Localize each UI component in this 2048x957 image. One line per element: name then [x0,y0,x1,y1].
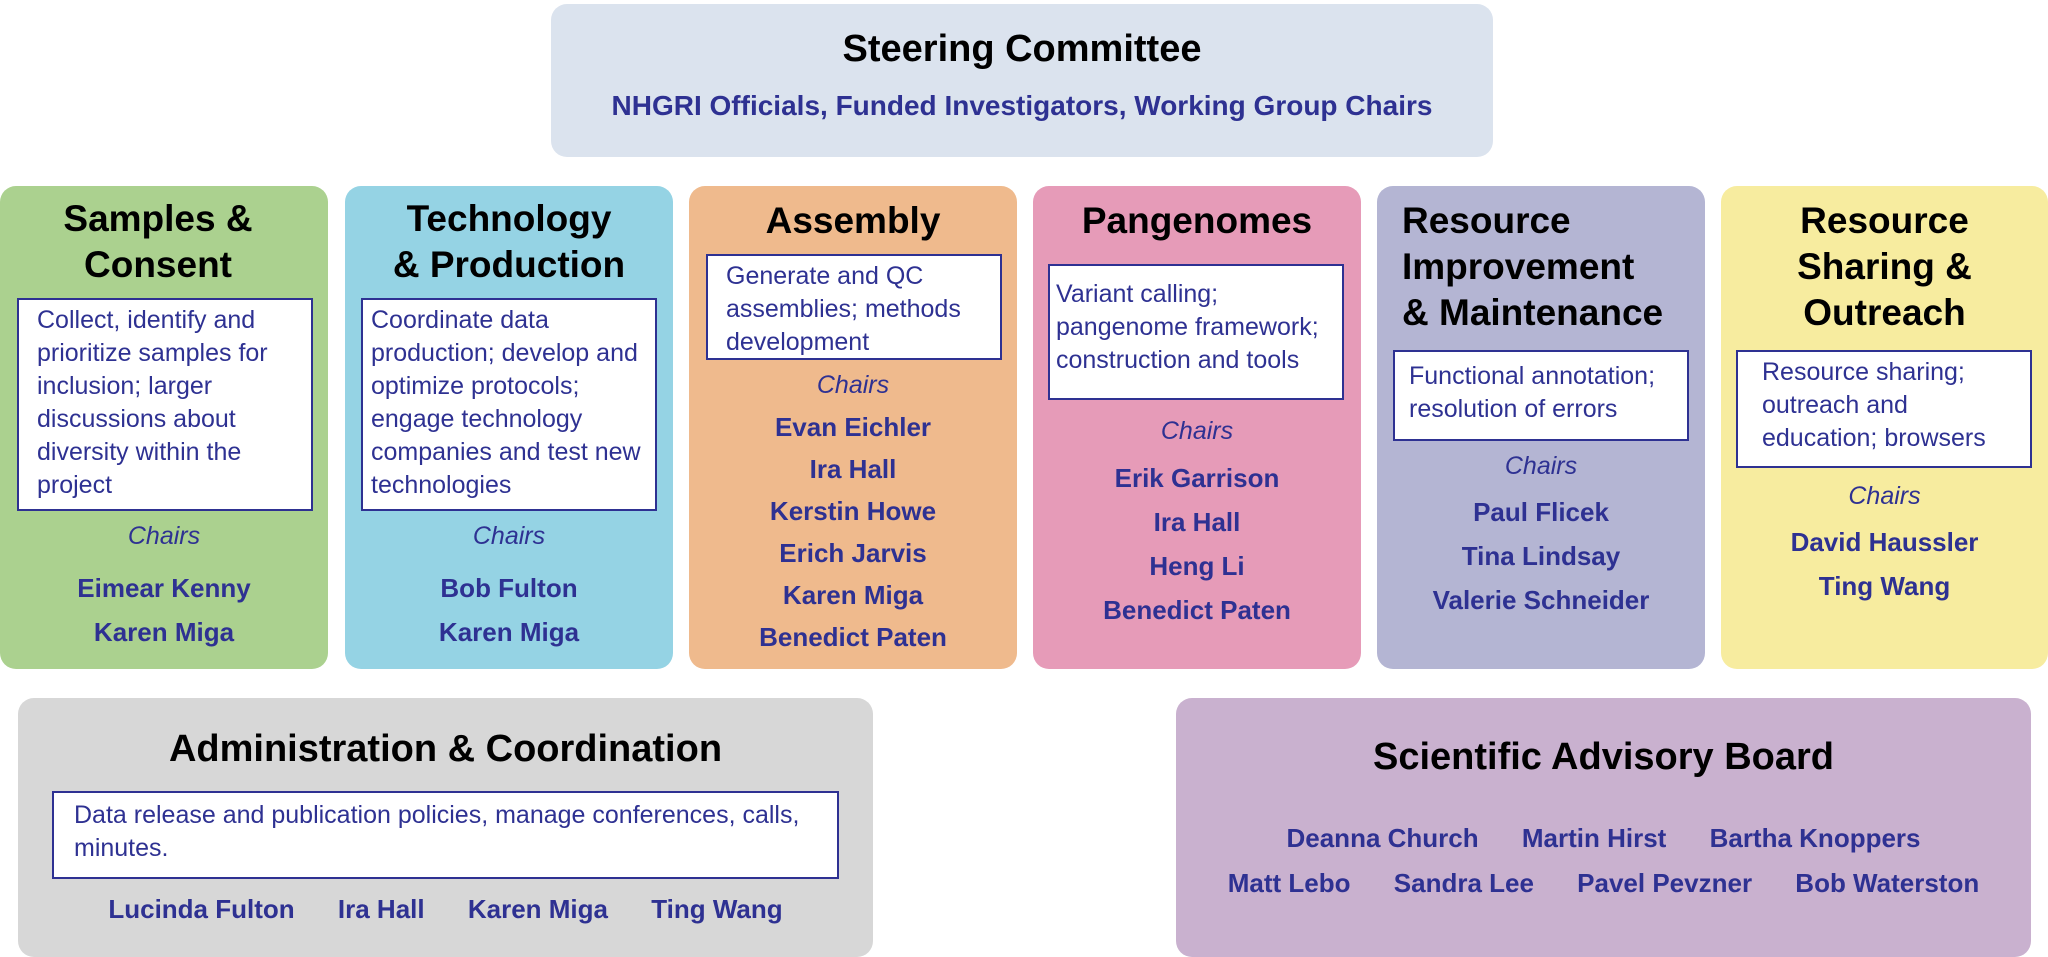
scientific-advisory-board-title: Scientific Advisory Board [1372,736,1835,778]
chair-name: Ira Hall [1153,507,1241,537]
working-group-title: Samples & Consent [0,196,328,288]
chair-name: Karen Miga [782,580,924,610]
title-line: Pangenomes [1081,200,1313,241]
chair-name: Erik Garrison [1114,463,1280,493]
working-group-technology-production: Technology & Production Coordinate data … [345,186,673,669]
working-group-title: Resource Improvement & Maintenance [1402,198,1663,336]
member-name: Matt Lebo [1227,868,1351,898]
working-group-description: Coordinate data production; develop and … [361,298,657,511]
title-line: & Production [392,244,626,285]
chairs-label: Chairs [1504,452,1578,480]
chairs-list: Evan Eichler Ira Hall Kerstin Howe Erich… [689,406,1017,658]
chair-name: Karen Miga [93,617,235,647]
administration-members: Lucinda Fulton Ira Hall Karen Miga Ting … [18,894,873,925]
chair-name: Heng Li [1149,551,1245,581]
member-name: Deanna Church [1286,823,1479,853]
advisory-board-members-row-1: Deanna Church Martin Hirst Bartha Knoppe… [1176,823,2031,854]
chairs-label: Chairs [127,522,201,550]
steering-committee-box: Steering Committee NHGRI Officials, Fund… [551,4,1493,157]
member-name: Bob Waterston [1795,868,1980,898]
chairs-list: Bob Fulton Karen Miga [345,566,673,654]
title-line: Resource [1800,200,1969,241]
working-group-assembly: Assembly Generate and QC assemblies; met… [689,186,1017,669]
chair-name: Paul Flicek [1473,497,1609,527]
title-line: Outreach [1803,292,1966,333]
working-group-description: Resource sharing; outreach and education… [1736,350,2032,468]
chair-name: Karen Miga [438,617,580,647]
chair-name: Valerie Schneider [1432,585,1650,615]
steering-committee-subtitle: NHGRI Officials, Funded Investigators, W… [611,90,1433,121]
scientific-advisory-board-box: Scientific Advisory Board Deanna Church … [1176,698,2031,957]
administration-description: Data release and publication policies, m… [52,791,839,879]
chairs-list: Eimear Kenny Karen Miga [0,566,328,654]
administration-coordination-box: Administration & Coordination Data relea… [18,698,873,957]
chair-name: Erich Jarvis [779,538,927,568]
chair-name: Bob Fulton [440,573,578,603]
chair-name: Kerstin Howe [769,496,937,526]
title-line: Resource [1402,200,1571,241]
working-group-title: Pangenomes [1033,198,1361,244]
member-name: Martin Hirst [1521,823,1667,853]
member-name: Ira Hall [337,894,425,924]
chair-name: David Haussler [1790,527,1979,557]
chairs-label: Chairs [1848,482,1921,510]
chair-name: Evan Eichler [774,412,932,442]
chair-name: Benedict Paten [1103,595,1291,625]
working-group-title: Resource Sharing & Outreach [1721,198,2048,336]
working-group-resource-sharing-outreach: Resource Sharing & Outreach Resource sha… [1721,186,2048,669]
working-group-samples-consent: Samples & Consent Collect, identify and … [0,186,328,669]
working-group-title: Assembly [689,198,1017,244]
working-group-description: Functional annotation; resolution of err… [1393,350,1689,441]
chair-name: Ira Hall [809,454,897,484]
working-group-description: Collect, identify and prioritize samples… [17,298,313,511]
chair-name: Tina Lindsay [1461,541,1621,571]
chairs-label: Chairs [472,522,546,550]
member-name: Lucinda Fulton [108,894,295,924]
administration-coordination-title: Administration & Coordination [168,728,723,770]
chairs-label: Chairs [816,371,890,399]
chairs-list: David Haussler Ting Wang [1721,520,2048,608]
chair-name: Benedict Paten [759,622,947,652]
title-line: Assembly [765,200,941,241]
chairs-list: Erik Garrison Ira Hall Heng Li Benedict … [1033,456,1361,632]
member-name: Bartha Knoppers [1709,823,1921,853]
working-group-description: Variant calling; pangenome framework; co… [1048,264,1344,400]
steering-committee-title: Steering Committee [842,28,1202,70]
working-group-description: Generate and QC assemblies; methods deve… [706,254,1002,360]
member-name: Ting Wang [651,894,783,924]
member-name: Karen Miga [467,894,608,924]
chair-name: Ting Wang [1818,571,1951,601]
member-name: Sandra Lee [1393,868,1534,898]
title-line: Technology [406,198,612,239]
member-name: Pavel Pevzner [1577,868,1753,898]
chair-name: Eimear Kenny [77,573,251,603]
title-line: & Maintenance [1402,292,1664,333]
working-group-pangenomes: Pangenomes Variant calling; pangenome fr… [1033,186,1361,669]
chairs-list: Paul Flicek Tina Lindsay Valerie Schneid… [1377,490,1705,622]
title-line: Samples & [63,198,253,239]
working-group-resource-improvement-maintenance: Resource Improvement & Maintenance Funct… [1377,186,1705,669]
advisory-board-members-row-2: Matt Lebo Sandra Lee Pavel Pevzner Bob W… [1176,868,2031,899]
working-group-title: Technology & Production [345,196,673,288]
title-line: Improvement [1402,246,1635,287]
title-line: Sharing & [1797,246,1972,287]
chairs-label: Chairs [1160,417,1234,445]
title-line: Consent [84,244,232,285]
